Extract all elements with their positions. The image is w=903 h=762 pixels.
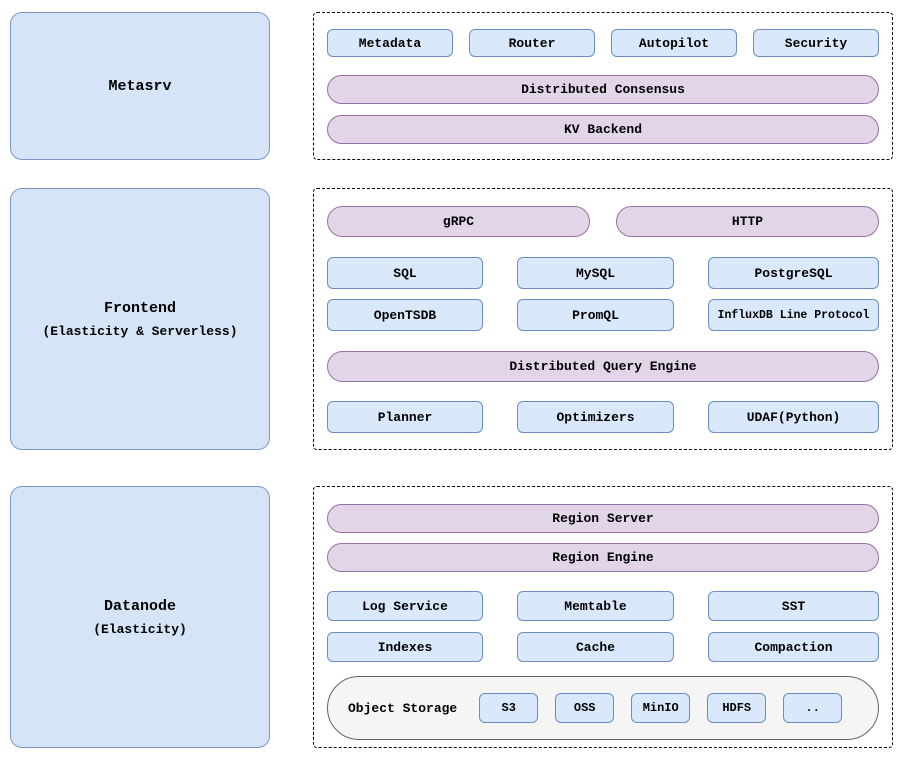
chip-mysql: MySQL	[517, 257, 674, 289]
pill-grpc: gRPC	[327, 206, 590, 237]
chip-security: Security	[753, 29, 879, 57]
pill-http: HTTP	[616, 206, 879, 237]
chip-compaction: Compaction	[708, 632, 879, 662]
datanode-row-2: Indexes Cache Compaction	[327, 632, 879, 662]
chip-hdfs: HDFS	[707, 693, 767, 723]
metasrv-chip-row: Metadata Router Autopilot Security	[327, 29, 879, 57]
chip-sst: SST	[708, 591, 879, 621]
pill-distributed-query-engine: Distributed Query Engine	[327, 351, 879, 382]
object-storage-label: Object Storage	[348, 700, 458, 716]
frontend-subtitle: (Elasticity & Serverless)	[42, 323, 238, 339]
datanode-row: Datanode (Elasticity) Region Server Regi…	[0, 486, 903, 748]
chip-s3: S3	[479, 693, 539, 723]
chip-promql: PromQL	[517, 299, 674, 331]
chip-autopilot: Autopilot	[611, 29, 737, 57]
object-storage-container: Object Storage S3 OSS MinIO HDFS ..	[327, 676, 879, 740]
pill-distributed-consensus: Distributed Consensus	[327, 75, 879, 104]
chip-oss: OSS	[555, 693, 615, 723]
chip-minio: MinIO	[631, 693, 691, 723]
chip-influxdb-line-protocol: InfluxDB Line Protocol	[708, 299, 879, 331]
frontend-panel: gRPC HTTP SQL MySQL PostgreSQL OpenTSDB …	[313, 188, 893, 450]
chip-memtable: Memtable	[517, 591, 674, 621]
frontend-row: Frontend (Elasticity & Serverless) gRPC …	[0, 188, 903, 450]
metasrv-node: Metasrv	[10, 12, 270, 160]
chip-other-storage: ..	[783, 693, 843, 723]
chip-sql: SQL	[327, 257, 483, 289]
frontend-title: Frontend	[103, 299, 176, 317]
chip-postgresql: PostgreSQL	[708, 257, 879, 289]
pill-kv-backend: KV Backend	[327, 115, 879, 144]
chip-router: Router	[469, 29, 595, 57]
metasrv-row: Metasrv Metadata Router Autopilot Securi…	[0, 12, 903, 160]
api-row-2: OpenTSDB PromQL InfluxDB Line Protocol	[327, 299, 879, 331]
protocol-pill-row: gRPC HTTP	[327, 206, 879, 237]
chip-planner: Planner	[327, 401, 483, 433]
datanode-row-1: Log Service Memtable SST	[327, 591, 879, 621]
chip-log-service: Log Service	[327, 591, 483, 621]
chip-opentsdb: OpenTSDB	[327, 299, 483, 331]
datanode-panel: Region Server Region Engine Log Service …	[313, 486, 893, 748]
chip-cache: Cache	[517, 632, 674, 662]
frontend-node: Frontend (Elasticity & Serverless)	[10, 188, 270, 450]
chip-metadata: Metadata	[327, 29, 453, 57]
engine-row: Planner Optimizers UDAF(Python)	[327, 401, 879, 433]
pill-region-engine: Region Engine	[327, 543, 879, 572]
metasrv-title: Metasrv	[108, 77, 172, 95]
chip-optimizers: Optimizers	[517, 401, 674, 433]
metasrv-panel: Metadata Router Autopilot Security Distr…	[313, 12, 893, 160]
datanode-title: Datanode	[103, 597, 176, 615]
datanode-subtitle: (Elasticity)	[93, 621, 187, 637]
pill-region-server: Region Server	[327, 504, 879, 533]
chip-udaf-python: UDAF(Python)	[708, 401, 879, 433]
api-row-1: SQL MySQL PostgreSQL	[327, 257, 879, 289]
chip-indexes: Indexes	[327, 632, 483, 662]
datanode-node: Datanode (Elasticity)	[10, 486, 270, 748]
